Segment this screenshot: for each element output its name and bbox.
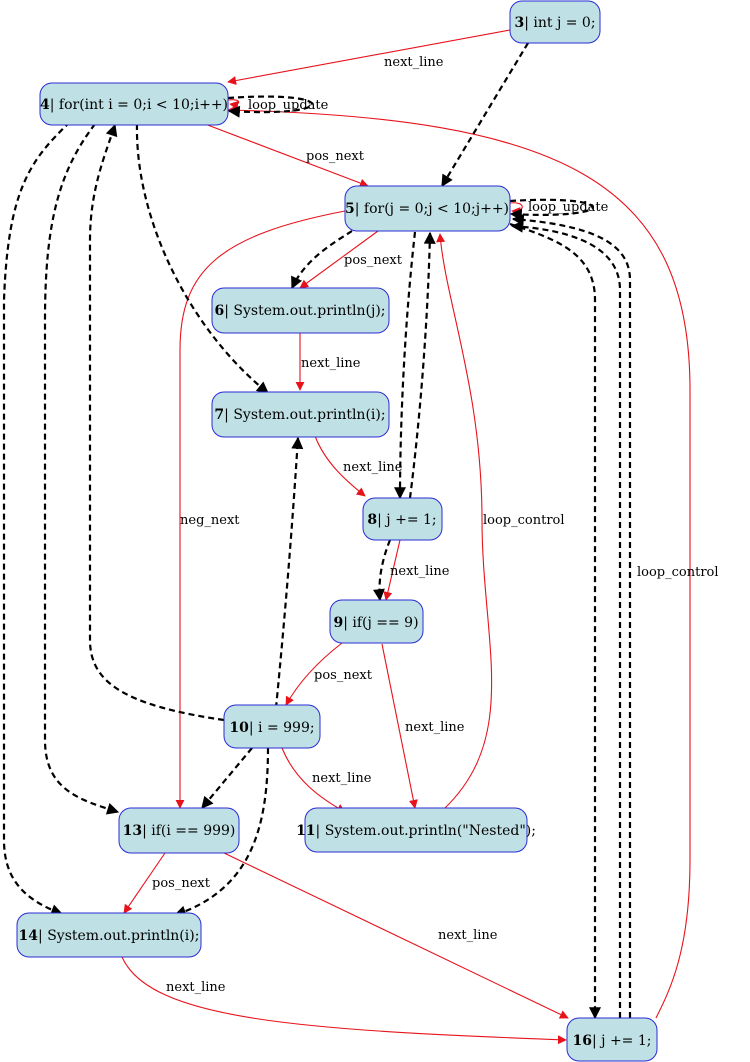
- node-14-code: | System.out.println(i);: [38, 928, 199, 944]
- node-4-code: | for(int i = 0;i < 10;i++): [50, 97, 228, 113]
- node-16[interactable]: 16| j += 1;: [566, 1017, 658, 1062]
- edge-4-to-5: [204, 123, 369, 188]
- edge-13-to-14: [123, 852, 166, 914]
- node-4-number: 4: [40, 97, 50, 113]
- edge-14-to-16: [121, 956, 567, 1045]
- node-8-number: 8: [367, 512, 377, 528]
- node-13-number: 13: [123, 823, 142, 839]
- dep-edge-10-to-13: [201, 747, 253, 809]
- edge-label-8-9: next_line: [390, 564, 450, 579]
- node-14[interactable]: 14| System.out.println(i);: [16, 912, 202, 958]
- edge-label-11-5: loop_control: [483, 513, 565, 528]
- node-10-number: 10: [229, 720, 249, 736]
- svg-text:7| System.out.println(i);: 7| System.out.println(i);: [214, 407, 385, 423]
- node-5-code: | for(j = 0;j < 10;j++): [355, 201, 509, 217]
- dep-edge-8-to-9: [372, 539, 392, 602]
- node-7-number: 7: [214, 407, 224, 423]
- dep-edge-5-to-16-a: [509, 222, 601, 1020]
- edge-label-9-10: pos_next: [314, 668, 373, 683]
- node-5-number: 5: [345, 201, 355, 217]
- dep-edge-4-self-loop: [227, 95, 314, 118]
- edge-5-self-loop: [509, 202, 523, 217]
- node-11[interactable]: 11| System.out.println("Nested");: [296, 807, 536, 853]
- svg-text:16| j += 1;: 16| j += 1;: [573, 1033, 652, 1049]
- svg-text:3| int j = 0;: 3| int j = 0;: [514, 15, 595, 31]
- dep-edge-16-to-5-b: [511, 213, 632, 1018]
- edge-label-6-7: next_line: [301, 356, 361, 371]
- node-6-code: | System.out.println(j);: [224, 303, 385, 319]
- edge-label-5-self: loop_update: [528, 200, 609, 215]
- edge-label-14-16: next_line: [166, 980, 226, 995]
- dep-edge-10-to-4: [88, 123, 225, 722]
- node-9-number: 9: [333, 615, 343, 631]
- dep-edge-8-to-5: [408, 231, 436, 499]
- node-7-code: | System.out.println(i);: [224, 407, 385, 423]
- dep-edge-10-to-7: [270, 436, 304, 749]
- node-10-code: | i = 999;: [249, 720, 315, 736]
- node-6[interactable]: 6| System.out.println(j);: [211, 287, 390, 334]
- edge-5-to-6: [299, 230, 379, 289]
- edge-label-3-4: next_line: [384, 55, 444, 70]
- node-11-code: | System.out.println("Nested");: [316, 823, 536, 839]
- svg-text:6| System.out.println(j);: 6| System.out.println(j);: [214, 303, 385, 319]
- dep-edge-5-to-8: [394, 231, 417, 500]
- node-16-code: | j += 1;: [592, 1033, 652, 1049]
- node-10[interactable]: 10| i = 999;: [223, 704, 321, 749]
- dep-edge-5-to-6: [291, 230, 353, 290]
- dep-edge-16-to-5-a: [510, 220, 622, 1018]
- edge-9-to-10: [285, 642, 343, 706]
- dep-edge-3-to-5: [441, 42, 529, 188]
- edge-label-16-4: loop_control: [637, 565, 719, 580]
- dep-edge-5-self-loop: [509, 198, 594, 221]
- edge-label-13-16: next_line: [438, 928, 498, 943]
- dep-edge-4-to-14: [2, 121, 71, 916]
- node-7[interactable]: 7| System.out.println(i);: [211, 391, 390, 438]
- node-4[interactable]: 4| for(int i = 0;i < 10;i++): [39, 82, 229, 126]
- edge-9-to-11: [381, 643, 418, 809]
- node-8[interactable]: 8| j += 1;: [362, 497, 443, 541]
- edge-11-to-5: [436, 233, 493, 809]
- node-14-number: 14: [19, 928, 39, 944]
- edge-label-5-13: neg_next: [180, 513, 240, 528]
- node-3[interactable]: 3| int j = 0;: [509, 0, 601, 44]
- node-16-number: 16: [573, 1033, 592, 1049]
- node-13-code: | if(i == 999): [142, 823, 235, 839]
- node-9[interactable]: 9| if(j == 9): [329, 599, 424, 644]
- node-13[interactable]: 13| if(i == 999): [118, 807, 240, 854]
- edge-5-to-13: [175, 210, 346, 809]
- svg-text:13| if(i == 999): 13| if(i == 999): [123, 823, 236, 839]
- svg-text:4| for(int i = 0;i < 10;i++): 4| for(int i = 0;i < 10;i++): [40, 97, 228, 113]
- edge-7-to-8: [314, 435, 366, 497]
- svg-text:10| i = 999;: 10| i = 999;: [229, 720, 314, 736]
- edge-3-to-4: [227, 29, 511, 85]
- edge-label-10-11: next_line: [312, 771, 372, 786]
- edge-label-9-11: next_line: [405, 720, 465, 735]
- node-11-number: 11: [296, 823, 315, 839]
- edge-label-4-5: pos_next: [306, 149, 365, 164]
- edge-label-5-6: pos_next: [344, 253, 403, 268]
- edge-label-4-self: loop_update: [248, 98, 329, 113]
- node-5[interactable]: 5| for(j = 0;j < 10;j++): [344, 185, 511, 232]
- node-3-code: | int j = 0;: [524, 15, 595, 31]
- node-8-code: | j += 1;: [377, 512, 437, 528]
- svg-text:14| System.out.println(i);: 14| System.out.println(i);: [19, 928, 200, 944]
- dep-edge-4-to-7: [135, 123, 269, 394]
- edge-4-self-loop: [227, 99, 240, 110]
- node-9-code: | if(j == 9): [343, 615, 418, 631]
- edge-13-to-16: [221, 851, 569, 1019]
- svg-text:5| for(j = 0;j < 10;j++): 5| for(j = 0;j < 10;j++): [345, 201, 509, 217]
- edge-8-to-9: [383, 539, 401, 601]
- svg-text:9| if(j == 9): 9| if(j == 9): [333, 615, 418, 631]
- dep-edge-10-to-14: [173, 747, 270, 918]
- edge-label-13-14: pos_next: [152, 876, 211, 891]
- svg-text:8| j += 1;: 8| j += 1;: [367, 512, 436, 528]
- node-3-number: 3: [514, 15, 524, 31]
- node-6-number: 6: [214, 303, 224, 319]
- edge-16-to-4: [227, 105, 691, 1019]
- dep-edge-4-to-13: [43, 123, 120, 815]
- svg-text:11| System.out.println("Nested: 11| System.out.println("Nested");: [296, 823, 536, 839]
- edge-label-7-8: next_line: [343, 460, 403, 475]
